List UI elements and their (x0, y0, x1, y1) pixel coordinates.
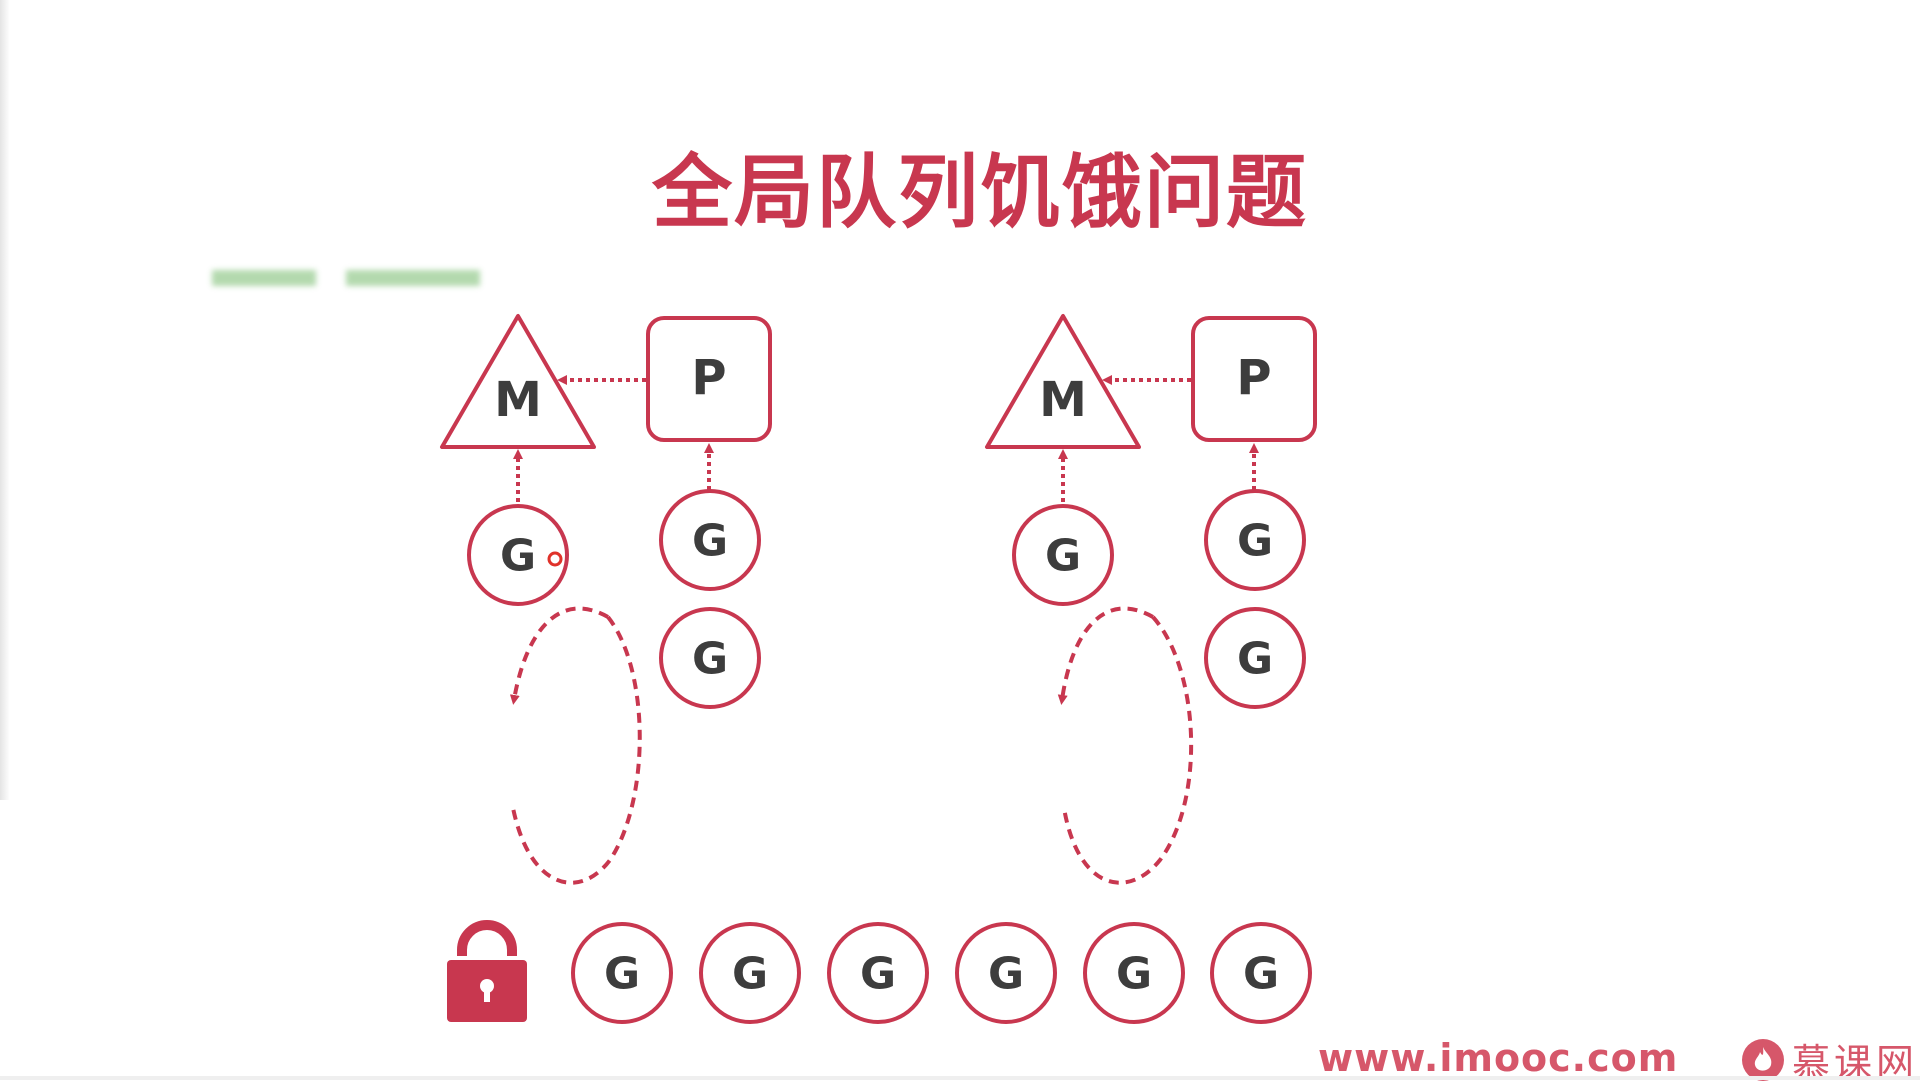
right-m-triangle: M (985, 314, 1141, 449)
g-label: G (692, 516, 728, 567)
global-queue-g: G (955, 922, 1057, 1024)
m-label: M (494, 372, 542, 428)
g-label: G (1116, 949, 1152, 1000)
left-loop-upper (509, 606, 609, 705)
g-label: G (1045, 531, 1081, 582)
global-queue-g: G (1210, 922, 1312, 1024)
global-queue-g: G (699, 922, 801, 1024)
g-label: G (1243, 949, 1279, 1000)
p-label: P (691, 350, 726, 406)
slide-title: 全局队列饥饿问题 (652, 146, 1308, 239)
lock-icon (447, 920, 527, 1022)
left-running-g: G (467, 504, 569, 606)
g-label: G (988, 949, 1024, 1000)
right-local-g-1: G (1204, 489, 1306, 591)
g-label: G (500, 531, 536, 582)
left-local-g-1: G (659, 489, 761, 591)
left-loop-outer (511, 615, 642, 885)
redacted-text (346, 270, 480, 286)
g-label: G (1237, 634, 1273, 685)
g-label: G (1237, 516, 1273, 567)
right-p-square: P (1191, 316, 1317, 442)
bottom-divider (0, 1076, 1920, 1080)
flame-icon (1742, 1038, 1784, 1081)
right-local-g-2: G (1204, 607, 1306, 709)
global-queue-g: G (827, 922, 929, 1024)
g-label: G (604, 949, 640, 1000)
left-p-square: P (646, 316, 772, 442)
footer-url[interactable]: www.imooc.com (1318, 1036, 1679, 1080)
global-queue-g: G (571, 922, 673, 1024)
right-loop-upper (1057, 606, 1154, 705)
g-label: G (860, 949, 896, 1000)
global-queue-g: G (1083, 922, 1185, 1024)
window-edge (0, 0, 10, 800)
redacted-text (212, 270, 316, 286)
m-label: M (1039, 372, 1087, 428)
right-loop-outer (1062, 615, 1194, 885)
right-running-g: G (1012, 504, 1114, 606)
cursor-dot (547, 551, 563, 567)
left-local-g-2: G (659, 607, 761, 709)
g-label: G (732, 949, 768, 1000)
left-m-triangle: M (440, 314, 596, 449)
p-label: P (1236, 350, 1271, 406)
g-label: G (692, 634, 728, 685)
